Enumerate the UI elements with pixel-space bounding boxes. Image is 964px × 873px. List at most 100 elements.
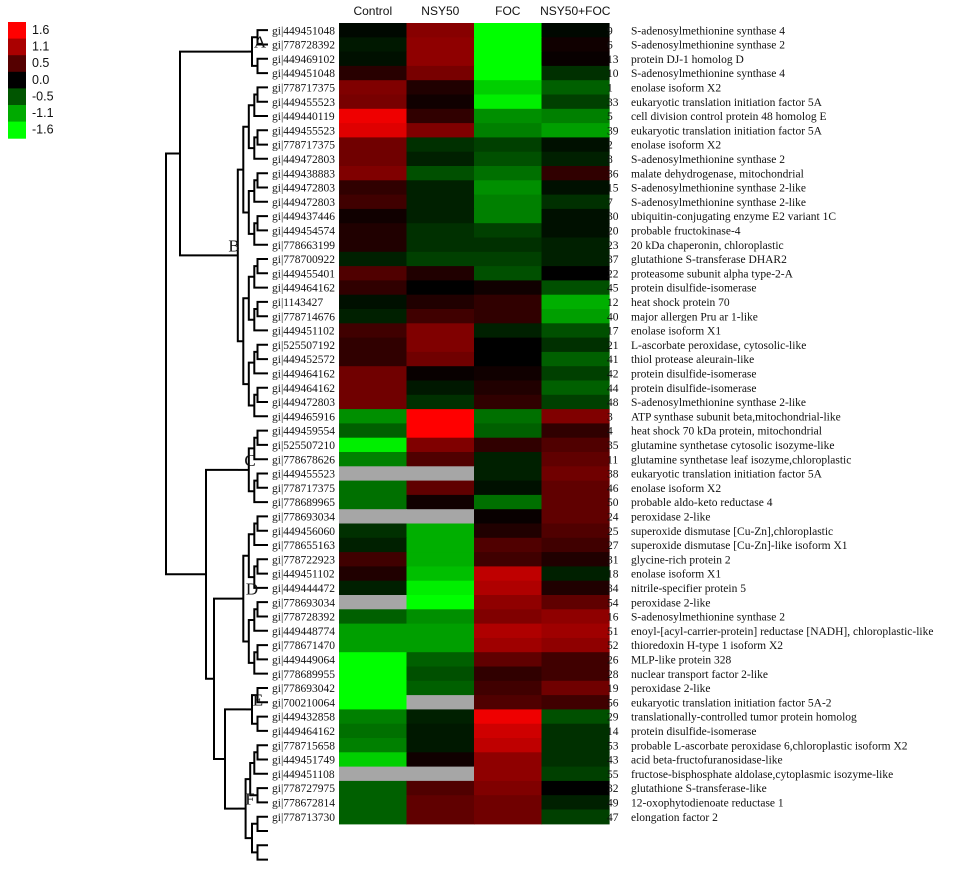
row-id-label: gi|449469102: [272, 54, 335, 66]
heatmap-cell: [339, 309, 408, 324]
dendrogram-branch: [205, 468, 238, 680]
row-protein-name: peroxidase 2-like: [631, 683, 711, 695]
heatmap-cell: [406, 623, 475, 639]
heatmap-cell: [406, 223, 475, 239]
row-protein-name: enolase isoform X2: [631, 483, 721, 495]
heatmap-cell: [339, 695, 408, 710]
dendrogram-branch: [253, 179, 268, 203]
heatmap-cell: [474, 37, 543, 53]
row-number: 1: [607, 83, 613, 95]
heatmap-cell: [541, 94, 610, 110]
row-id-label: gi|449444472: [272, 583, 335, 595]
heatmap-cell: [339, 666, 408, 682]
heatmap-cell: [339, 194, 408, 210]
heatmap-cell: [541, 637, 610, 653]
row-id-label: gi|449472803: [272, 154, 335, 166]
row-id-label: gi|778693034: [272, 512, 335, 524]
heatmap-cell: [339, 237, 408, 253]
row-protein-name: translationally-controlled tumor protein…: [631, 712, 857, 724]
row-protein-name: protein disulfide-isomerase: [631, 383, 757, 395]
dendrogram-branch: [256, 258, 268, 275]
heatmap-cell: [406, 394, 475, 410]
heatmap-cell: [406, 294, 475, 310]
row-protein-name: superoxide dismutase [Cu-Zn],chloroplast…: [631, 526, 833, 538]
row-protein-name: eukaryotic translation initiation factor…: [631, 125, 823, 137]
heatmap-cell: [541, 566, 610, 582]
heatmap-cell: [339, 509, 408, 525]
cluster-label: A: [254, 33, 267, 52]
heatmap-cell: [339, 709, 408, 725]
row-id-label: gi|778717375: [272, 83, 335, 95]
row-id-label: gi|449472803: [272, 197, 335, 209]
row-protein-name: probable aldo-keto reductase 4: [631, 497, 773, 509]
heatmap-cell: [406, 695, 475, 710]
row-id-label: gi|778714676: [272, 311, 335, 323]
heatmap-cell: [474, 94, 543, 110]
row-id-label: gi|1143427: [272, 297, 323, 309]
row-protein-name: nitrile-specifier protein 5: [631, 583, 746, 595]
heatmap-cell: [339, 51, 408, 67]
heatmap-cell: [541, 151, 610, 167]
row-number: 18: [607, 569, 619, 581]
row-protein-name: cell division control protein 48 homolog…: [631, 111, 826, 123]
row-id-label: gi|449451048: [272, 68, 335, 80]
heatmap-cell: [406, 151, 475, 167]
heatmap-cell: [541, 552, 610, 567]
colorbar-tick-label: 0.5: [32, 56, 49, 70]
column-header: Control: [353, 4, 392, 18]
row-number: 31: [607, 554, 619, 566]
row-number: 34: [607, 583, 619, 595]
dendrogram-branch: [256, 558, 268, 575]
dendrogram-branch: [256, 472, 268, 489]
heatmap-cell: [406, 466, 475, 482]
heatmap-cell: [474, 51, 543, 67]
heatmap-cell: [474, 609, 543, 625]
row-protein-name: MLP-like protein 328: [631, 655, 732, 667]
heatmap-cell: [474, 294, 543, 310]
heatmap-cell: [339, 766, 408, 782]
heatmap-cell: [474, 509, 543, 525]
heatmap-cells: [339, 23, 610, 825]
heatmap-cell: [339, 537, 408, 553]
row-number: 14: [607, 726, 619, 738]
colorbar: [8, 22, 26, 139]
heatmap-cell: [541, 123, 610, 138]
heatmap-cell: [541, 437, 610, 453]
heatmap-cell: [474, 795, 543, 811]
heatmap-cell: [474, 366, 543, 382]
heatmap-cell: [406, 366, 475, 382]
row-id-label: gi|449451102: [272, 326, 335, 338]
row-protein-name: protein disulfide-isomerase: [631, 726, 757, 738]
heatmap-cell: [541, 666, 610, 682]
column-header: FOC: [495, 4, 521, 18]
row-protein-name: enoyl-[acyl-carrier-protein] reductase […: [631, 626, 933, 638]
heatmap-cell: [474, 251, 543, 267]
row-number: 52: [607, 640, 619, 652]
row-protein-name: S-adenosylmethionine synthase 2: [631, 612, 785, 624]
row-id-label: gi|778717375: [272, 483, 335, 495]
heatmap-cell: [474, 452, 543, 467]
heatmap-cell: [406, 666, 475, 682]
heatmap-cell: [406, 166, 475, 181]
row-number: 20: [607, 226, 619, 238]
row-id-label: gi|449452572: [272, 354, 335, 366]
heatmap-cell: [541, 23, 610, 38]
heatmap-cell: [541, 394, 610, 410]
row-protein-name: glutathione S-transferase-like: [631, 783, 767, 795]
row-id-label: gi|449464162: [272, 383, 335, 395]
heatmap-cell: [339, 251, 408, 267]
heatmap-cell: [339, 366, 408, 382]
dendrogram-branch: [256, 844, 268, 861]
heatmap-cell: [406, 351, 475, 367]
heatmap-cell: [406, 609, 475, 625]
row-number: 56: [607, 697, 619, 709]
row-protein-name: glycine-rich protein 2: [631, 554, 731, 566]
row-protein-name: protein disulfide-isomerase: [631, 283, 757, 295]
row-protein-name: thiol protease aleurain-like: [631, 354, 754, 366]
row-id-label: gi|778663199: [272, 240, 335, 252]
colorbar-tick-label: -1.1: [32, 106, 54, 120]
heatmap-cell: [474, 137, 543, 153]
heatmap-cell: [339, 795, 408, 811]
